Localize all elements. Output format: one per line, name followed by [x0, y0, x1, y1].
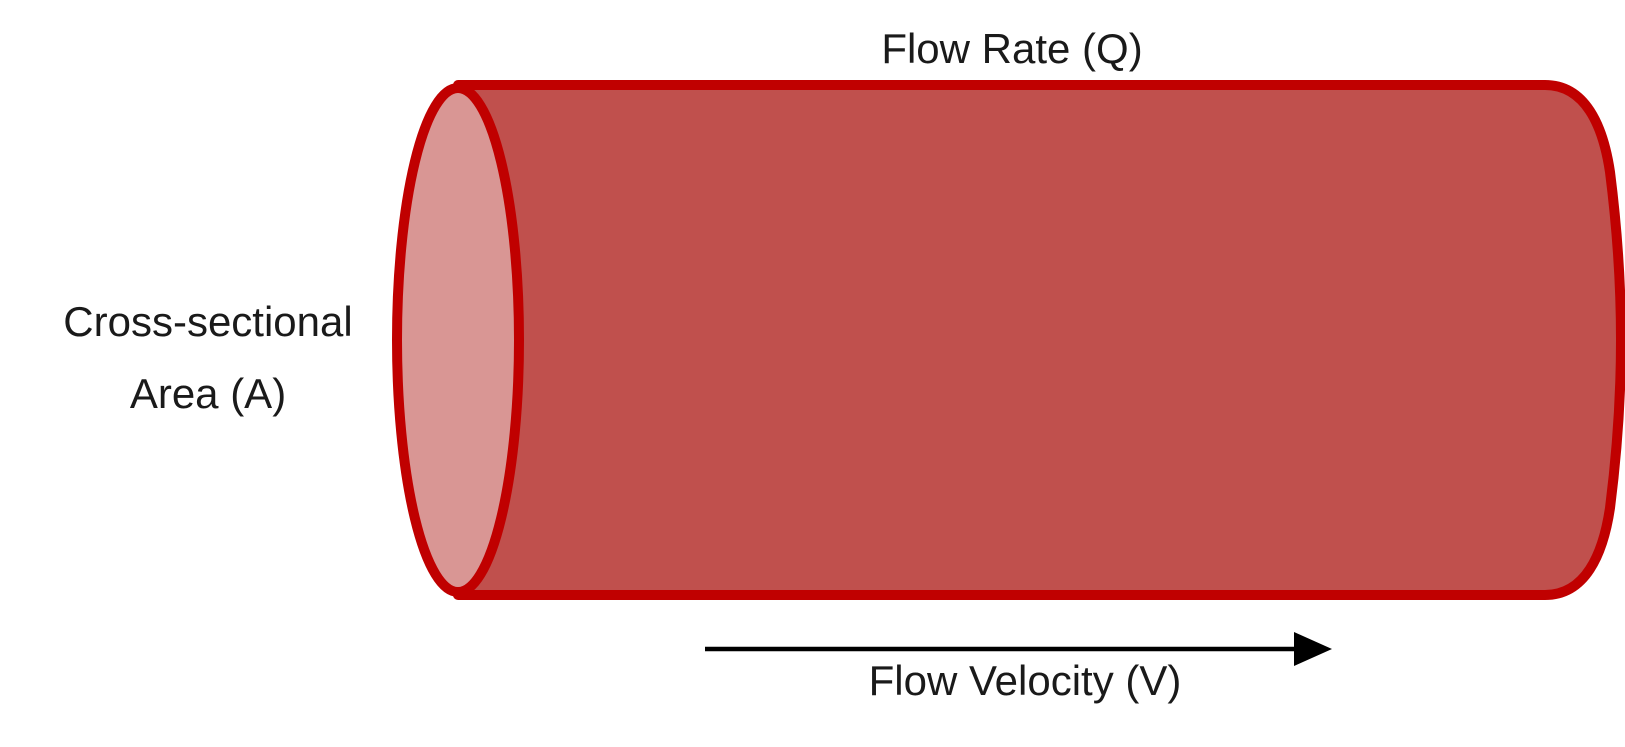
flow-arrowhead-icon	[1294, 632, 1332, 666]
vessel-body	[453, 80, 1625, 600]
flow-velocity-label: Flow Velocity (V)	[868, 657, 1182, 704]
cross-sectional-area-label-line1: Cross-sectional	[63, 298, 353, 345]
cross-sectional-area-label: Cross-sectional Area (A)	[8, 286, 408, 430]
cross-sectional-area-label-line2: Area (A)	[129, 370, 287, 417]
flow-direction-arrow	[705, 632, 1332, 666]
vessel-cross-section-ellipse	[392, 83, 524, 597]
flow-rate-label: Flow Rate (Q)	[881, 25, 1143, 72]
